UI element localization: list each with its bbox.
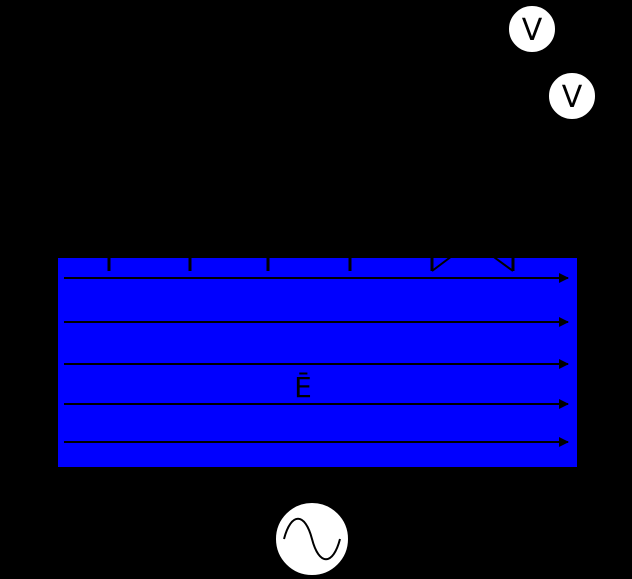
wire-left bbox=[431, 249, 461, 272]
field-lines bbox=[64, 273, 569, 447]
voltmeter-icon bbox=[507, 4, 557, 54]
voltmeter-2-label: V bbox=[562, 80, 583, 115]
voltmeter-icon bbox=[547, 71, 597, 121]
field-region bbox=[58, 258, 577, 467]
field-label: Ē bbox=[294, 371, 312, 404]
probe-wires bbox=[431, 249, 514, 272]
voltmeter-1-label: V bbox=[522, 13, 543, 48]
voltmeter-1: V bbox=[507, 4, 557, 54]
probe-group bbox=[107, 258, 515, 271]
ac-source bbox=[274, 501, 350, 577]
voltmeter-2: V bbox=[547, 71, 597, 121]
wire-right bbox=[486, 251, 514, 272]
sine-wave-icon bbox=[283, 518, 341, 560]
